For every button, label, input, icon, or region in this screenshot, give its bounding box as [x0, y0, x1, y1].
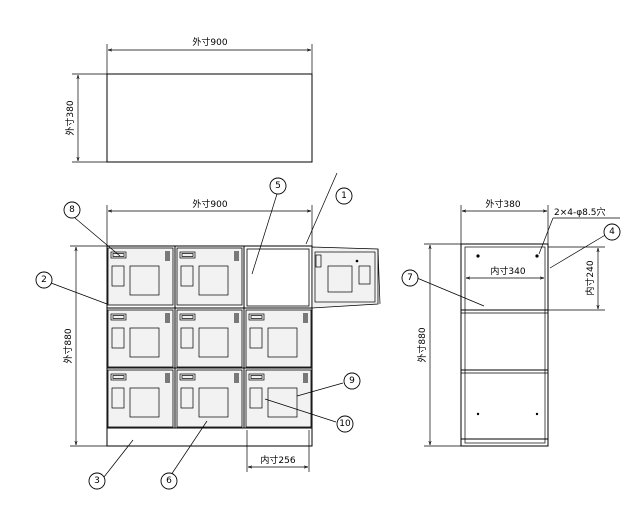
lock-box — [180, 387, 194, 409]
lock-box — [180, 265, 194, 287]
lock-box — [111, 265, 125, 287]
door-window — [267, 387, 298, 418]
svg-text:5: 5 — [275, 181, 281, 191]
lock-box — [180, 327, 194, 349]
side-inner-height-label: 内寸240 — [584, 260, 596, 295]
nameplate — [179, 313, 196, 321]
svg-text:1: 1 — [341, 191, 347, 201]
svg-text:2: 2 — [41, 275, 47, 285]
front-width-label: 外寸900 — [192, 198, 227, 210]
door-window — [129, 327, 160, 358]
side-depth-label: 外寸380 — [485, 198, 520, 210]
front-height-label: 外寸880 — [62, 328, 74, 363]
nameplate — [179, 251, 196, 259]
front-view-outline — [106, 245, 313, 447]
vent-icon — [165, 251, 170, 261]
lock-box — [111, 387, 125, 409]
lock-box — [249, 327, 263, 349]
inner-width-label: 内寸256 — [260, 454, 295, 466]
side-view: 外寸380 2×4-φ8.5穴 内寸340 内寸240 外寸880 — [416, 198, 620, 447]
vent-icon — [234, 313, 239, 323]
top-view: 外寸900 外寸380 — [64, 36, 313, 163]
door-window — [129, 265, 160, 296]
top-view-outline — [106, 73, 313, 163]
front-view: 外寸900 外寸880 内寸256 — [62, 198, 381, 472]
vent-icon — [165, 373, 170, 383]
door-window — [267, 327, 298, 358]
callout-5: 5 — [269, 177, 287, 195]
svg-text:4: 4 — [609, 227, 615, 237]
door-window — [198, 327, 229, 358]
callout-7: 7 — [401, 269, 419, 287]
svg-text:7: 7 — [407, 273, 413, 283]
lock-box — [249, 387, 263, 409]
locker-door — [107, 369, 174, 428]
locker-door — [176, 309, 243, 368]
nameplate — [110, 251, 127, 259]
vent-icon — [303, 313, 308, 323]
svg-text:3: 3 — [94, 476, 100, 486]
mounting-hole — [535, 412, 539, 416]
nameplate — [110, 313, 127, 321]
svg-text:9: 9 — [349, 376, 355, 386]
side-inner-width-label: 内寸340 — [490, 265, 525, 277]
nameplate — [110, 373, 127, 381]
vent-icon — [234, 251, 239, 261]
svg-text:6: 6 — [166, 476, 172, 486]
door-window — [198, 387, 229, 418]
callout-1: 1 — [335, 187, 353, 205]
top-depth-label: 外寸380 — [64, 100, 76, 135]
locker-door — [176, 247, 243, 306]
nameplate — [248, 313, 265, 321]
mounting-hole — [535, 254, 539, 258]
door-window — [129, 387, 160, 418]
lock-box — [111, 327, 125, 349]
svg-text:10: 10 — [339, 419, 351, 429]
locker-doors — [107, 247, 312, 428]
locker-door — [107, 309, 174, 368]
svg-text:8: 8 — [69, 205, 75, 215]
mounting-hole — [476, 412, 480, 416]
callout-8: 8 — [63, 201, 81, 219]
callout-4: 4 — [603, 223, 621, 241]
locker-door — [245, 309, 312, 368]
hole-spec-label: 2×4-φ8.5穴 — [554, 206, 606, 218]
mounting-hole — [476, 254, 480, 258]
locker-door — [176, 369, 243, 428]
callout-6: 6 — [160, 472, 178, 490]
nameplate — [248, 373, 265, 381]
locker-door — [245, 369, 312, 428]
nameplate — [179, 373, 196, 381]
door-window — [198, 265, 229, 296]
open-door — [246, 246, 381, 309]
callout-leaders — [50, 172, 608, 479]
open-door-vent-icon — [315, 254, 322, 268]
locker-door — [107, 247, 174, 306]
callout-9: 9 — [343, 372, 361, 390]
callout-3: 3 — [88, 472, 106, 490]
vent-icon — [234, 373, 239, 383]
vent-icon — [165, 313, 170, 323]
side-height-label: 外寸880 — [416, 327, 428, 362]
top-width-label: 外寸900 — [192, 36, 227, 48]
callout-2: 2 — [35, 271, 53, 289]
vent-icon — [303, 373, 308, 383]
callout-10: 10 — [336, 415, 354, 433]
side-view-outline — [460, 243, 549, 447]
